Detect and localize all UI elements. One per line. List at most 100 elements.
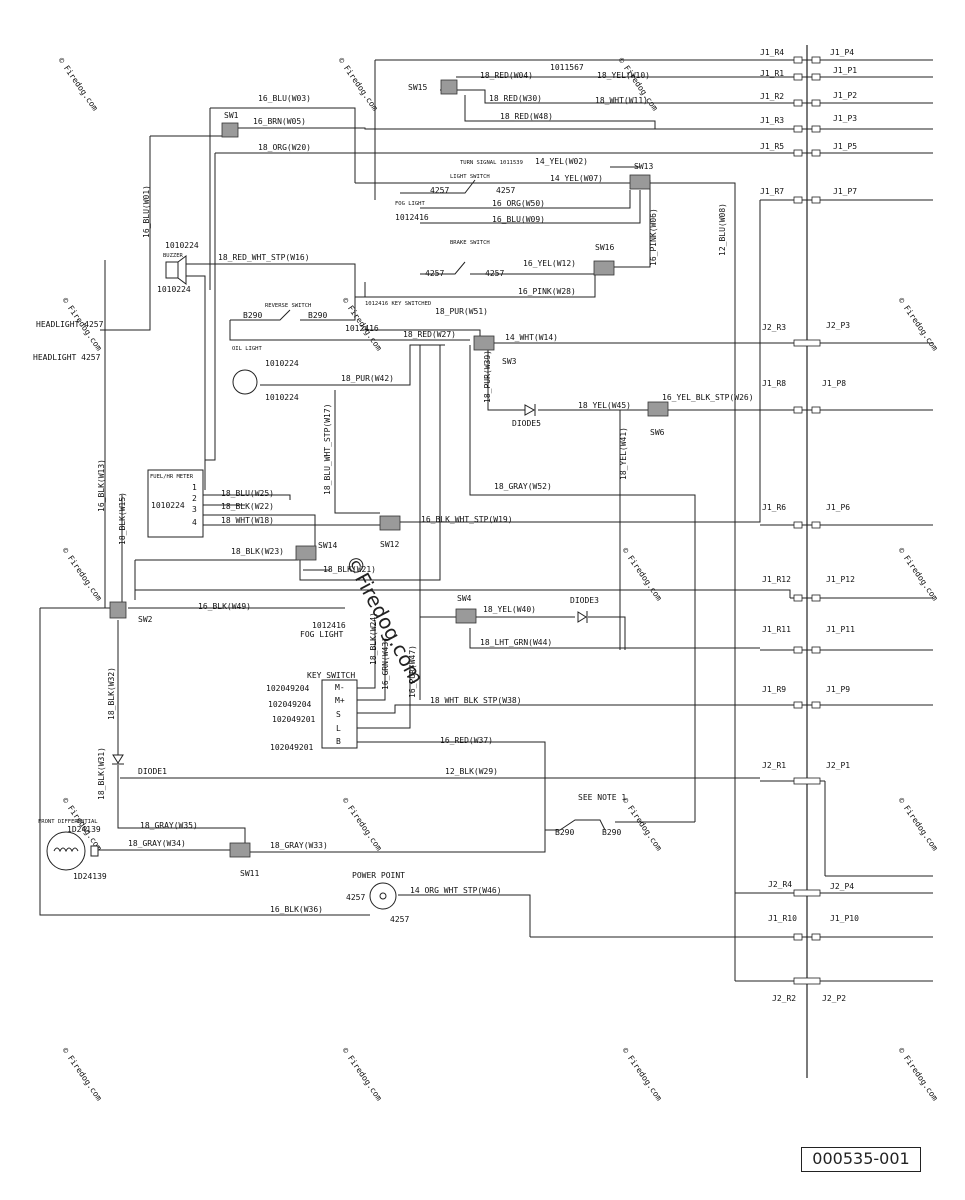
- wire-label: 16_BLU(W01): [142, 185, 151, 238]
- part-label: L: [336, 724, 341, 733]
- part-label: POWER POINT: [352, 871, 405, 880]
- label-j1-r10: J1_R10: [768, 914, 797, 923]
- watermark: © Firedog.com: [896, 546, 939, 603]
- label-j2-r1: J2_R1: [762, 761, 786, 770]
- wire-label: 18_BLU(W25): [221, 489, 274, 498]
- label-j1-r5: J1_R5: [760, 142, 784, 151]
- connector-labels: J1_R4 J1_P4 J1_R1 J1_P1 J1_R2 J1_P2 J1_R…: [760, 48, 859, 1003]
- wire-label: 18_PUR(W42): [341, 374, 394, 383]
- part-label: FRONT DIFFERENTIAL: [38, 819, 98, 825]
- watermark: © Firedog.com: [340, 796, 383, 853]
- part-label: BRAKE SWITCH: [450, 240, 490, 246]
- document-number: 000535-001: [801, 1147, 921, 1172]
- part-label: 102049204: [268, 700, 312, 709]
- part-label: B: [336, 737, 341, 746]
- label-j2-r4: J2_R4: [768, 880, 792, 889]
- part-label: HEADLIGHT 4257: [33, 353, 101, 362]
- label-j1-p6: J1_P6: [826, 503, 850, 512]
- part-label: 102049201: [272, 715, 316, 724]
- wire-label: 18_LHT_GRN(W44): [480, 638, 552, 647]
- wire-label: 18_BLK(W23): [231, 547, 284, 556]
- part-label: B290: [602, 828, 621, 837]
- wire-label: 16_BRN(W05): [253, 117, 306, 126]
- wire-label: 18_RED(W27): [403, 330, 456, 339]
- part-label: DIODE1: [138, 767, 167, 776]
- wire-label: 18_YEL(W10): [597, 71, 650, 80]
- label-j1-r12: J1_R12: [762, 575, 791, 584]
- label-j2-p3: J2_P3: [826, 321, 850, 330]
- part-label: B290: [308, 311, 327, 320]
- fuel-hour-meter-box: [147, 469, 204, 538]
- connector-pins: [793, 56, 821, 985]
- diode3-symbol: [577, 611, 587, 623]
- wire-label: 16_PINK(W06): [649, 208, 658, 266]
- part-label: B290: [243, 311, 262, 320]
- watermark: © Firedog.com: [896, 1046, 939, 1103]
- switch-sw16: [593, 260, 615, 276]
- watermark: © Firedog.com: [56, 56, 99, 113]
- label-sw3: SW3: [502, 357, 517, 366]
- wire-label: 12_BLK(W29): [445, 767, 498, 776]
- watermark: © Firedog.com: [336, 56, 379, 113]
- part-label: M-: [335, 683, 345, 692]
- part-label: 2: [192, 494, 197, 503]
- part-label: 1: [192, 483, 197, 492]
- wire-label: 16_YEL(W12): [523, 259, 576, 268]
- part-label: 4257: [496, 186, 515, 195]
- part-label: 102049201: [270, 743, 314, 752]
- wire-label: 18_GRAY(W33): [270, 841, 328, 850]
- watermark: © Firedog.com: [896, 796, 939, 853]
- wire-label: 18_RED(W48): [500, 112, 553, 121]
- label-j1-p5: J1_P5: [833, 142, 857, 151]
- part-label: DIODE3: [570, 596, 599, 605]
- part-label: 1012416: [395, 213, 429, 222]
- wire-label: 14_ORG_WHT_STP(W46): [410, 886, 502, 895]
- label-sw16: SW16: [595, 243, 614, 252]
- wire-labels: 18_RED(W04) 18_YEL(W10) 18_RED(W30) 18_W…: [97, 71, 754, 914]
- part-label: 102049204: [266, 684, 310, 693]
- wire-label: 16_PUR(W47): [408, 645, 417, 698]
- label-j1-p8: J1_P8: [822, 379, 846, 388]
- watermark: © Firedog.com: [896, 296, 939, 353]
- switch-sw4: [455, 608, 477, 624]
- label-j1-r11: J1_R11: [762, 625, 791, 634]
- wire-label: 18_BLK(W22): [221, 502, 274, 511]
- wire-label: 18_WHT(W11): [595, 96, 648, 105]
- label-j1-r6: J1_R6: [762, 503, 786, 512]
- label-j1-p1: J1_P1: [833, 66, 857, 75]
- part-label: REVERSE SWITCH: [265, 303, 311, 309]
- wire-label: 18_BLK(W15): [118, 492, 127, 545]
- wire-label: 16_BLK(W49): [198, 602, 251, 611]
- label-j2-p1: J2_P1: [826, 761, 850, 770]
- label-j1-p3: J1_P3: [833, 114, 857, 123]
- watermark: © Firedog.com: [60, 546, 103, 603]
- part-label: 1011567: [550, 63, 584, 72]
- part-label: DIODE5: [512, 419, 541, 428]
- label-sw6: SW6: [650, 428, 665, 437]
- part-labels: 1011567 HEADLIGHT 4257 HEADLIGHT 4257 10…: [33, 63, 626, 924]
- wire-label: 14_YEL(W02): [535, 157, 588, 166]
- wire-label: 18_ORG(W20): [258, 143, 311, 152]
- part-label: BUZZER: [163, 253, 184, 259]
- wire-label: 18_RED_WHT_STP(W16): [218, 253, 310, 262]
- part-label: 1D24139: [67, 825, 101, 834]
- label-sw2: SW2: [138, 615, 153, 624]
- label-j1-p7: J1_P7: [833, 187, 857, 196]
- part-label: 4257: [346, 893, 365, 902]
- label-sw13: SW13: [634, 162, 653, 171]
- label-j1-r3: J1_R3: [760, 116, 784, 125]
- wire-label: 18_BLK(W21): [323, 565, 376, 574]
- part-label: 1010224: [157, 285, 191, 294]
- label-j2-r3: J2_R3: [762, 323, 786, 332]
- wire-label: 18_YEL(W45): [578, 401, 631, 410]
- part-label: 1010224: [265, 359, 299, 368]
- wire-label: 16_BLU(W09): [492, 215, 545, 224]
- wire-label: 16_BLK(W13): [97, 459, 106, 512]
- label-j1-p2: J1_P2: [833, 91, 857, 100]
- diode5-symbol: [524, 404, 536, 416]
- label-j1-r9: J1_R9: [762, 685, 786, 694]
- part-label: FOG LIGHT: [300, 630, 344, 639]
- wire-label: 16_PINK(W28): [518, 287, 576, 296]
- wire-label: 12_BLU(W08): [718, 203, 727, 256]
- wire-label: 18_PUR(W51): [435, 307, 488, 316]
